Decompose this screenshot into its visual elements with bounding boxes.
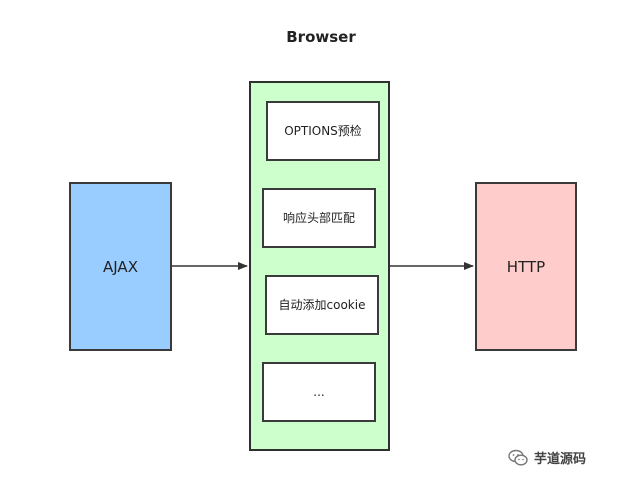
watermark-text: 芋道源码 [534, 452, 587, 467]
wechat-icon [508, 449, 528, 466]
watermark: 芋道源码 [508, 448, 586, 467]
ajax-node: AJAX [69, 182, 172, 351]
http-label: HTTP [506, 257, 546, 276]
http-node: HTTP [475, 182, 577, 351]
step-response-header-match: 响应头部匹配 [262, 188, 376, 248]
step-auto-add-cookie: 自动添加cookie [265, 275, 379, 335]
diagram-title: Browser [286, 28, 356, 46]
ajax-label: AJAX [103, 257, 138, 276]
step-options-preflight: OPTIONS预检 [266, 101, 380, 161]
step-more: ... [262, 362, 376, 422]
